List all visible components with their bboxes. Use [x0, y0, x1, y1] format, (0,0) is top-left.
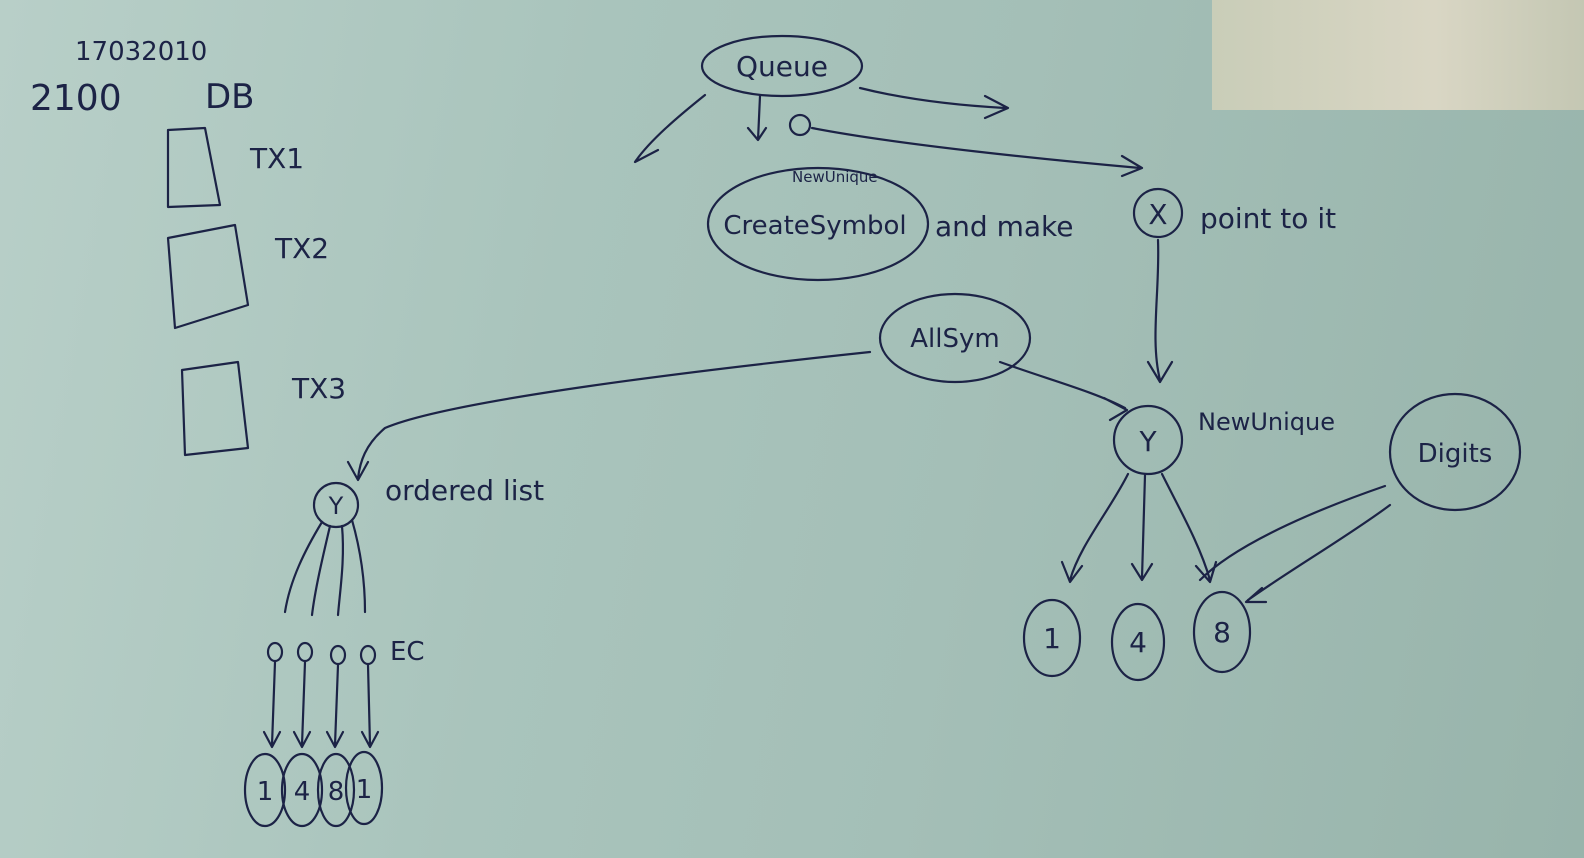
and-make-label: and make [935, 210, 1073, 243]
new-unique-small-label: NewUnique [792, 168, 878, 186]
tx2-box [166, 223, 250, 330]
ec-label: EC [390, 637, 425, 667]
left-child-4-label: 1 [356, 775, 373, 805]
tx2-label: TX2 [274, 232, 329, 265]
allsym-node [878, 292, 1032, 384]
ordered-list-label: ordered list [385, 474, 544, 507]
queue-left-curve [633, 93, 707, 164]
digits-arrow-1 [1198, 484, 1387, 582]
tx3-box [180, 360, 250, 457]
left-chain-3 [325, 644, 347, 749]
left-branch-4 [350, 518, 367, 614]
date-label: 17032010 [75, 37, 207, 67]
left-branch-3 [336, 524, 345, 617]
left-child-1 [243, 752, 287, 828]
x-node [1132, 187, 1184, 239]
right-child-2-label: 4 [1129, 626, 1147, 659]
create-symbol-label: CreateSymbol [723, 211, 906, 241]
time-label: 2100 [30, 78, 122, 119]
queue-down-arrow [746, 94, 768, 142]
left-child-1-label: 1 [257, 777, 274, 807]
left-child-3-label: 8 [328, 777, 345, 807]
digits-label: Digits [1418, 439, 1493, 469]
right-y-node [1112, 404, 1184, 476]
allsym-label: AllSym [910, 324, 999, 354]
allsym-to-y-arrow [998, 360, 1129, 422]
right-branch-middle [1130, 473, 1154, 582]
x-to-y-arrow [1146, 238, 1174, 384]
tx1-label: TX1 [249, 142, 304, 175]
left-child-2-label: 4 [294, 777, 311, 807]
x-node-label: X [1148, 198, 1167, 231]
queue-label: Queue [736, 50, 828, 83]
left-child-4 [344, 750, 384, 826]
queue-pointer-node [788, 113, 812, 137]
right-child-2 [1110, 602, 1166, 682]
left-chain-2 [292, 641, 314, 749]
allsym-to-ordered-list-arrow [346, 350, 872, 482]
right-child-1-label: 1 [1043, 622, 1061, 655]
queue-right-arrow [858, 86, 1010, 120]
left-branch-1 [283, 520, 324, 614]
left-y-label: Y [328, 492, 344, 520]
left-branch-2 [310, 524, 332, 617]
right-child-3-label: 8 [1213, 616, 1231, 649]
create-symbol-node [706, 166, 930, 282]
right-new-unique-label: NewUnique [1198, 408, 1335, 436]
right-child-3 [1192, 590, 1252, 674]
right-branch-left [1060, 472, 1130, 584]
left-y-node [312, 481, 360, 529]
left-chain-4 [359, 644, 380, 749]
queue-node [700, 34, 864, 98]
queue-to-x-arrow [810, 126, 1144, 178]
db-label: DB [205, 77, 255, 117]
left-child-3 [316, 752, 356, 828]
left-child-2 [280, 752, 324, 828]
left-chain-1 [262, 641, 284, 749]
right-branch-right [1160, 472, 1218, 584]
digits-arrow-2 [1244, 503, 1392, 604]
tx1-box [166, 126, 222, 209]
point-to-it-label: point to it [1200, 202, 1336, 235]
tx3-label: TX3 [291, 372, 346, 405]
right-child-1 [1022, 598, 1082, 678]
right-y-label: Y [1138, 425, 1157, 458]
digits-node [1388, 392, 1522, 512]
background-wall [1212, 0, 1584, 110]
